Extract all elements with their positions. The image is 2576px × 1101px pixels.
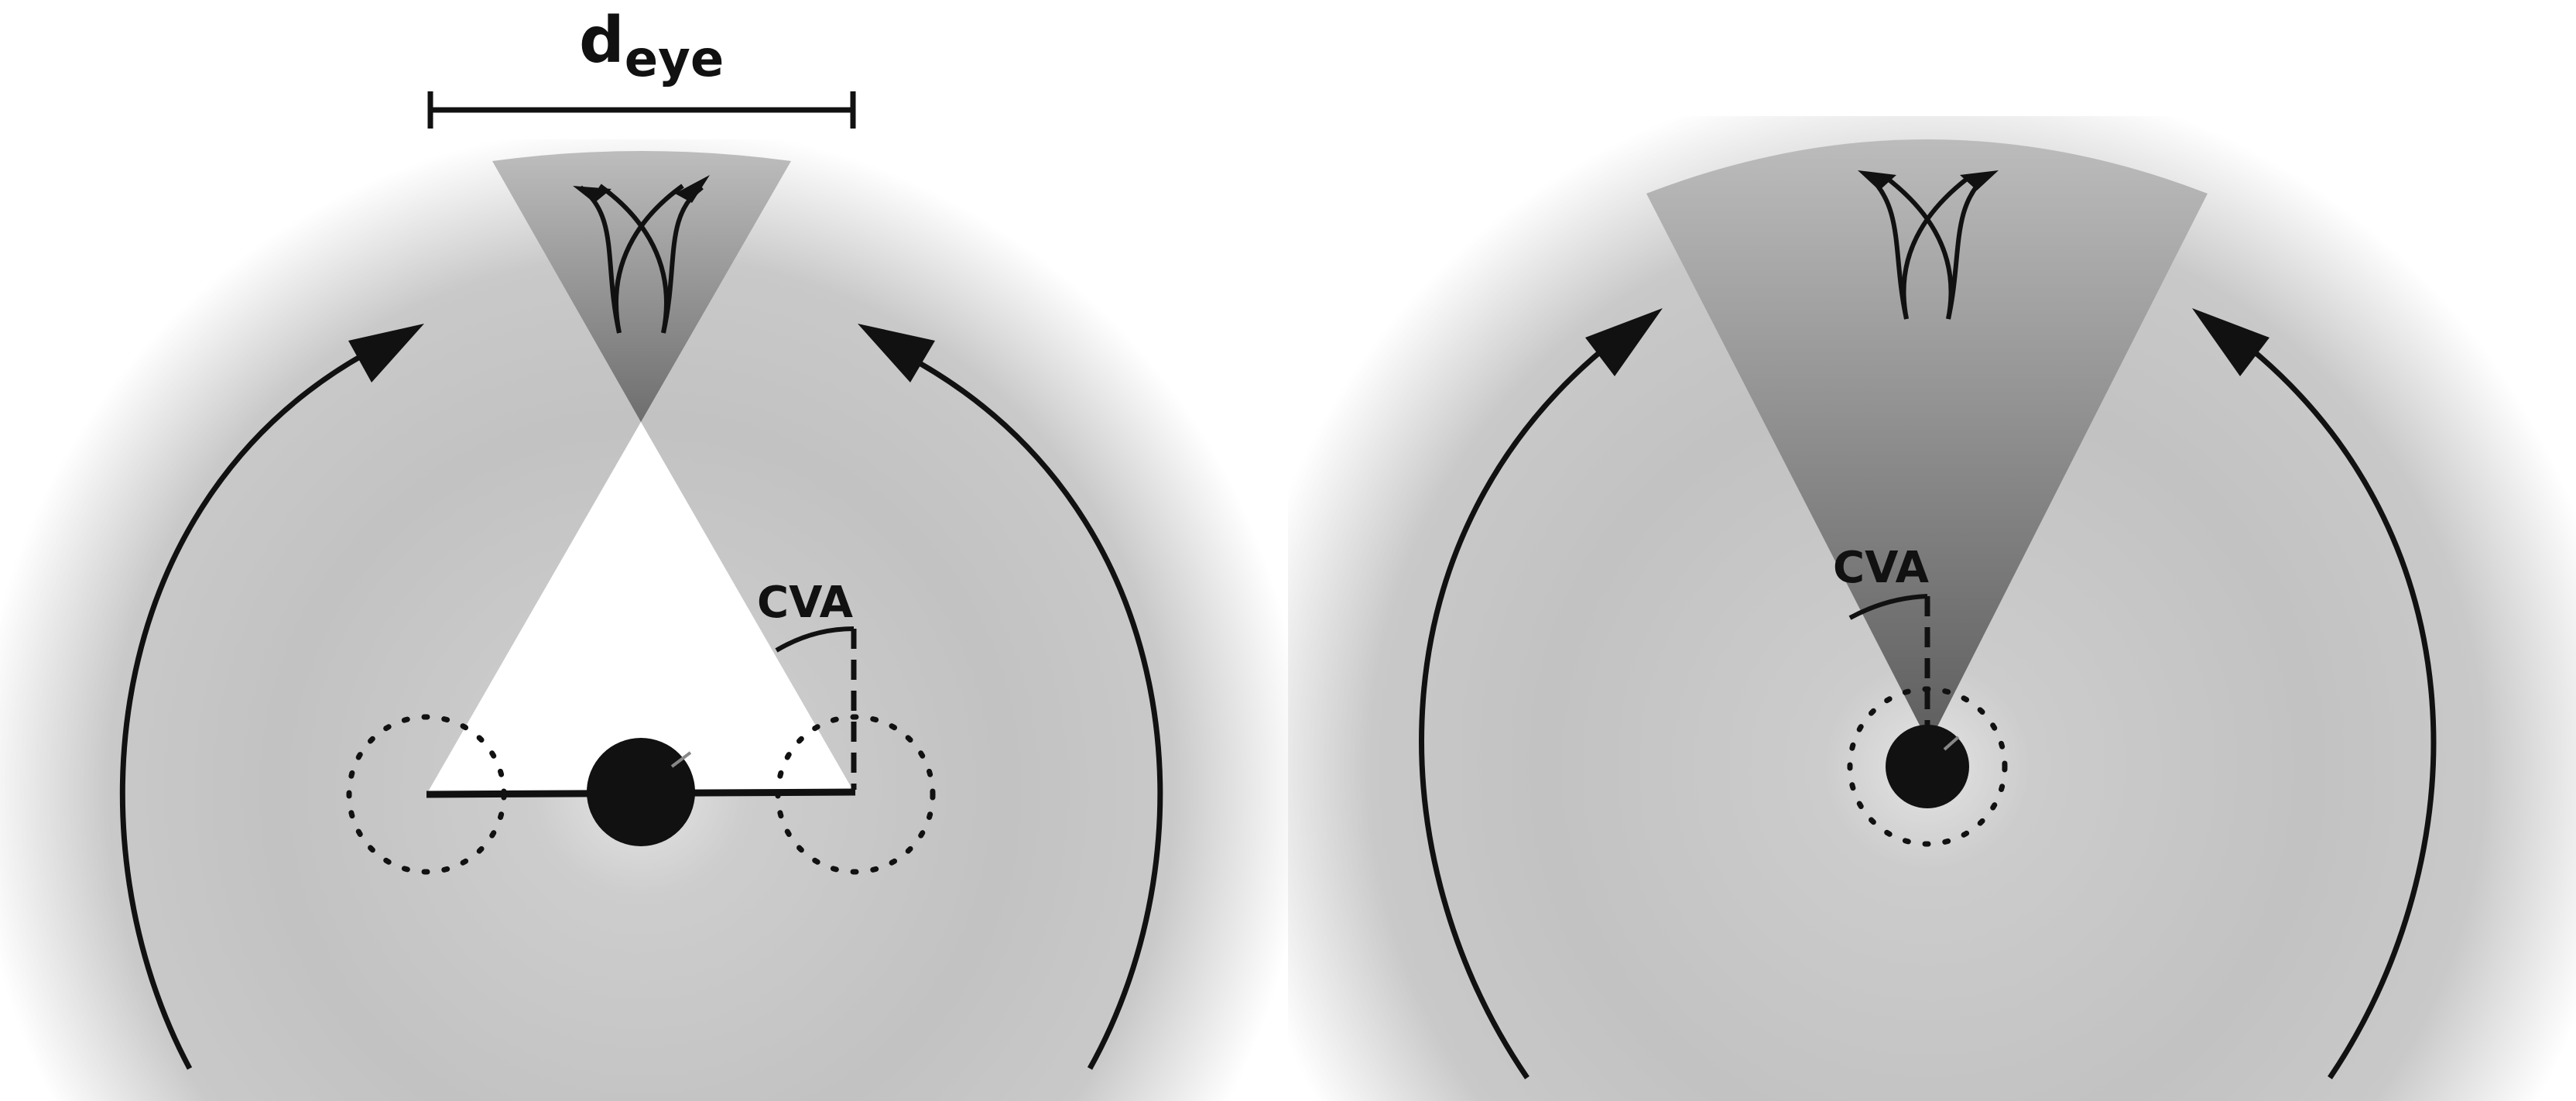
- right-cva-label: CVA: [1833, 543, 1930, 593]
- left-upper-cone: [492, 151, 791, 422]
- left-crossing-arrow-c: [614, 184, 684, 334]
- left-cva-label: CVA: [757, 578, 854, 628]
- right-side-arrow-right: [2239, 338, 2437, 1079]
- left-side-arrow-right: [903, 352, 1163, 1070]
- left-crossing-arrowhead-right: [675, 175, 710, 203]
- deye-label-sub: eye: [625, 31, 724, 88]
- left-panel: CVA deye: [0, 4, 1288, 1101]
- right-monocular-cone: [1646, 139, 2208, 743]
- left-body-dot: [587, 738, 695, 846]
- deye-label: deye: [579, 4, 724, 88]
- left-side-arrowhead-left: [348, 324, 424, 382]
- right-side-arrowhead-right: [2192, 308, 2269, 376]
- left-body-highlight: [670, 751, 692, 768]
- left-side-arrowhead-right: [858, 324, 935, 382]
- left-cva-arc: [775, 626, 855, 653]
- left-side-arrow-left: [119, 352, 365, 1070]
- left-crossing-arrow-d: [598, 184, 669, 334]
- deye-label-main: d: [579, 4, 625, 77]
- right-panel: CVA: [1288, 116, 2576, 1101]
- right-side-arrow-left: [1419, 338, 1616, 1079]
- right-crossing-arrowhead-left: [1858, 170, 1896, 190]
- right-body-highlight: [1943, 736, 1960, 751]
- right-crossing-arrowhead-right: [1960, 170, 1999, 190]
- left-binocular-triangle: [426, 422, 855, 794]
- right-side-arrowhead-left: [1585, 308, 1663, 376]
- right-crossing-arrow-c: [1901, 174, 1971, 320]
- right-cva-arc: [1848, 594, 1928, 620]
- left-eye-rotation-circle-right: [775, 714, 936, 875]
- left-eye-rotation-circle-left: [346, 714, 507, 875]
- right-crossing-arrow-d: [1883, 174, 1954, 320]
- left-crossing-arrowhead-left: [573, 186, 611, 203]
